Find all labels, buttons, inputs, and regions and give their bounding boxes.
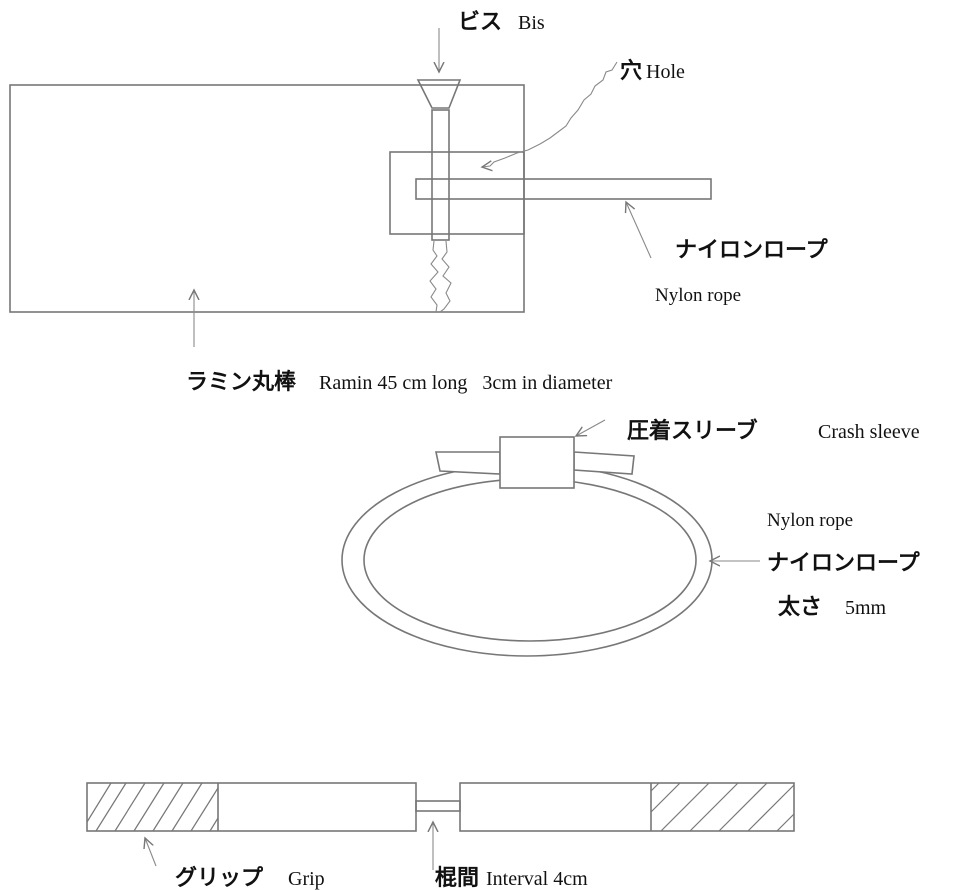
thickness-label-en: 5mm xyxy=(845,597,887,619)
sticks-figure xyxy=(86,782,795,832)
screw-shank xyxy=(431,109,450,241)
hole-label-jp: 穴 xyxy=(620,58,642,84)
ramin-label-jp: ラミン丸棒 xyxy=(186,370,297,395)
sleeve-arrow xyxy=(576,419,606,436)
ramin-label-en: Ramin 45 cm long 3cm in diameter xyxy=(319,372,613,394)
hole-label-en: Hole xyxy=(646,61,685,83)
left-stick xyxy=(86,782,417,832)
grip-arrow xyxy=(145,838,157,867)
right-stick xyxy=(459,782,795,832)
nylon-rope-label-en-2: Nylon rope xyxy=(767,510,853,531)
connecting-rope xyxy=(415,800,461,812)
screw-thread xyxy=(429,240,452,313)
nylon-rope-label-jp-2: ナイロンロープ xyxy=(767,551,921,576)
rod-insert-block xyxy=(389,151,525,235)
sleeve-label-jp: 圧着スリーブ xyxy=(627,418,758,444)
rope-loop-outer xyxy=(341,463,713,657)
thickness-label-jp: 太さ xyxy=(778,595,822,620)
nylon-rope-arrow-1 xyxy=(626,202,652,259)
ramin-rod-figure xyxy=(9,79,712,313)
rope-tail-right xyxy=(573,451,635,475)
left-grip-hatching xyxy=(86,782,219,832)
grip-label-en: Grip xyxy=(288,868,325,890)
nylon-rope-label-en-1: Nylon rope xyxy=(655,285,741,306)
nylon-rope-label-jp-1: ナイロンロープ xyxy=(675,238,829,263)
screw-head xyxy=(416,79,462,109)
rope-loop-figure xyxy=(341,436,713,657)
grip-label-jp: グリップ xyxy=(175,865,264,890)
crimp-sleeve xyxy=(499,436,575,489)
interval-label-jp: 棍間 xyxy=(435,866,479,890)
rope-loop-inner xyxy=(363,478,697,642)
right-grip-hatching xyxy=(650,782,795,832)
hole-arrow xyxy=(482,61,618,167)
rope-tail-left xyxy=(435,451,501,475)
interval-label-en: Interval 4cm xyxy=(486,868,588,890)
rope-end-in-rod xyxy=(415,178,712,200)
bis-label-jp: ビス xyxy=(458,10,502,35)
sleeve-label-en: Crash sleeve xyxy=(818,421,920,443)
bis-label-en: Bis xyxy=(518,12,545,34)
